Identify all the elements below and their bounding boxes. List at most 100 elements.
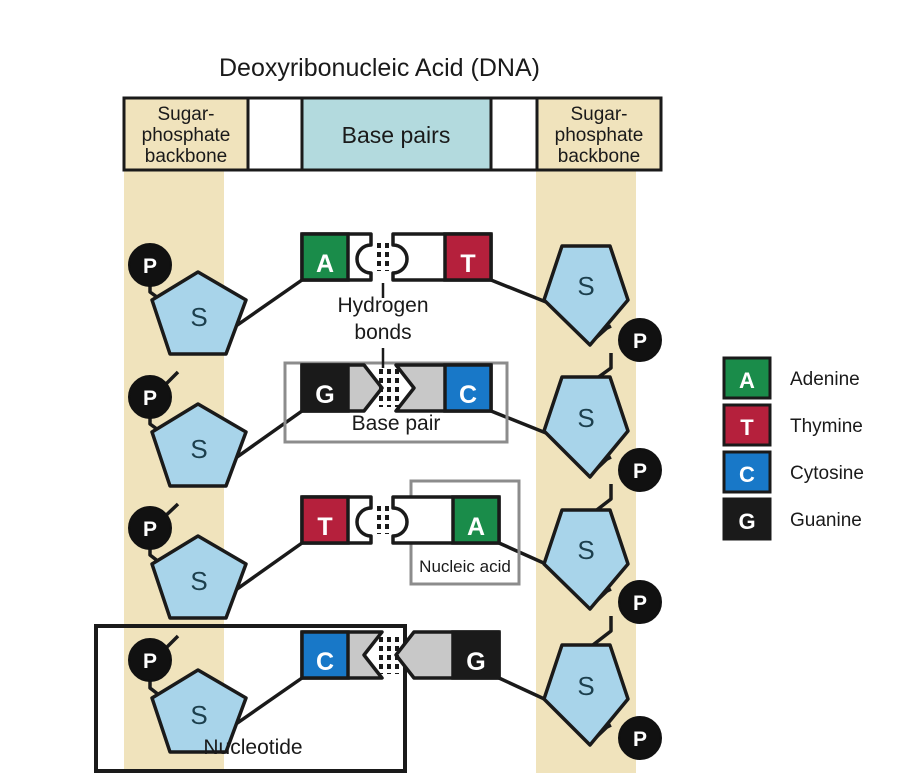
phosphate-right-2: P xyxy=(618,448,662,492)
base-letter-C: C xyxy=(316,648,334,676)
sugar-right-2: S xyxy=(542,375,630,479)
phosphate-right-1: P xyxy=(618,318,662,362)
header-cell-backbone-right xyxy=(535,96,663,172)
legend-item-thymine: T Thymine xyxy=(722,403,863,447)
base-pair-row-4: C G xyxy=(300,630,501,680)
nucleotide-callout-box xyxy=(94,624,407,773)
sugar-left-3: S xyxy=(150,534,248,620)
sugar-pentagon xyxy=(542,643,630,747)
base-pair-row-1: A T xyxy=(300,232,493,282)
base-pair-callout: Base pair xyxy=(283,361,509,444)
hydrogen-bonds-annotation: Hydrogen bonds xyxy=(337,283,429,368)
header-backbone-left-line3: backbone xyxy=(145,146,227,167)
legend-label-guanine: Guanine xyxy=(790,510,862,531)
phosphate-left-3: P xyxy=(128,506,172,550)
phosphate-circle xyxy=(128,638,172,682)
phosphate-circle xyxy=(618,448,662,492)
header-base-pairs-label: Base pairs xyxy=(342,122,451,148)
phosphate-label: P xyxy=(633,592,647,615)
hydrogen-bonds-label-line1: Hydrogen xyxy=(337,294,428,317)
base-letter-A: A xyxy=(467,513,485,541)
nucleotide-callout-label: Nucleotide xyxy=(203,736,302,759)
base-letter-tile-T xyxy=(443,232,493,282)
hydrogen-bond-marks xyxy=(377,243,389,271)
sugar-pentagon xyxy=(150,270,248,356)
legend: A Adenine T Thymine C Cytosine G Guanine xyxy=(722,356,864,541)
page-title: Deoxyribonucleic Acid (DNA) xyxy=(219,54,540,82)
header-backbone-right-line1: Sugar- xyxy=(570,104,627,125)
sugar-pentagon xyxy=(542,375,630,479)
base-letter-C: C xyxy=(459,381,477,409)
header-cell-backbone-left xyxy=(122,96,250,172)
phosphate-label: P xyxy=(143,518,157,541)
hydrogen-bonds-label-line2: bonds xyxy=(354,321,411,344)
sugar-right-4: S xyxy=(542,643,630,747)
nucleic-acid-callout-label: Nucleic acid xyxy=(419,557,511,576)
sugar-label: S xyxy=(190,302,207,332)
sugar-pentagon xyxy=(542,508,630,611)
base-letter-A: A xyxy=(316,250,334,278)
left-sugars: S S S S xyxy=(150,270,248,754)
phosphate-circle xyxy=(618,318,662,362)
legend-label-adenine: Adenine xyxy=(790,369,860,390)
left-phosphates: P P P P xyxy=(128,243,172,682)
legend-item-guanine: G Guanine xyxy=(722,497,862,541)
phosphate-circle xyxy=(128,506,172,550)
sugar-left-4: S xyxy=(150,668,248,754)
base-letter-tile-G xyxy=(451,630,501,680)
nucleotide-callout: Nucleotide xyxy=(94,624,407,773)
legend-letter-G: G xyxy=(738,509,755,534)
hydrogen-bond-marks xyxy=(379,369,399,407)
hydrogen-bond-marks xyxy=(379,637,399,674)
sugar-label: S xyxy=(577,671,594,701)
base-letter-T: T xyxy=(317,513,332,541)
right-sugars: S S S S xyxy=(542,244,630,747)
phosphate-label: P xyxy=(143,650,157,673)
base-pair-callout-box xyxy=(283,361,509,444)
phosphate-right-3: P xyxy=(618,580,662,624)
legend-letter-A: A xyxy=(739,368,755,393)
base-letter-tile-T xyxy=(300,495,350,545)
sugar-pentagon xyxy=(150,668,248,754)
sugar-label: S xyxy=(577,535,594,565)
sugar-label: S xyxy=(577,403,594,433)
legend-letter-T: T xyxy=(740,415,754,440)
phosphate-left-1: P xyxy=(128,243,172,287)
legend-swatch-A xyxy=(722,356,772,400)
legend-label-thymine: Thymine xyxy=(790,416,863,437)
legend-label-cytosine: Cytosine xyxy=(790,463,864,484)
phosphate-left-4: P xyxy=(128,638,172,682)
sugar-label: S xyxy=(190,566,207,596)
header-strip: Sugar- phosphate backbone Base pairs Sug… xyxy=(122,96,663,172)
phosphate-left-2: P xyxy=(128,375,172,419)
base-letter-tile-A xyxy=(451,495,501,545)
phosphate-label: P xyxy=(633,330,647,353)
base-letter-tile-C xyxy=(443,363,493,413)
legend-swatch-T xyxy=(722,403,772,447)
sugar-pentagon xyxy=(150,534,248,620)
phosphate-right-4: P xyxy=(618,716,662,760)
phosphate-circle xyxy=(128,243,172,287)
header-cell-base-pairs xyxy=(300,96,493,172)
header-cell-spacer-left xyxy=(246,96,304,172)
right-bond-p3-s4 xyxy=(587,616,613,650)
phosphate-label: P xyxy=(143,387,157,410)
legend-item-adenine: A Adenine xyxy=(722,356,860,400)
sugar-right-3: S xyxy=(542,508,630,611)
header-backbone-left-line1: Sugar- xyxy=(157,104,214,125)
header-backbone-right-line2: phosphate xyxy=(555,125,644,146)
sugar-right-1: S xyxy=(542,244,630,347)
hydrogen-bond-marks xyxy=(377,506,389,534)
header-backbone-right-line3: backbone xyxy=(558,146,640,167)
base-letter-tile-A xyxy=(300,232,350,282)
base-letter-tile-C xyxy=(300,630,350,680)
sugar-left-2: S xyxy=(150,402,248,488)
sugar-left-1: S xyxy=(150,270,248,356)
base-letter-tile-G xyxy=(300,363,350,413)
legend-item-cytosine: C Cytosine xyxy=(722,450,864,494)
base-letter-T: T xyxy=(460,250,475,278)
legend-swatch-C xyxy=(722,450,772,494)
sugar-pentagon xyxy=(542,244,630,347)
right-phosphates: P P P P xyxy=(618,318,662,760)
